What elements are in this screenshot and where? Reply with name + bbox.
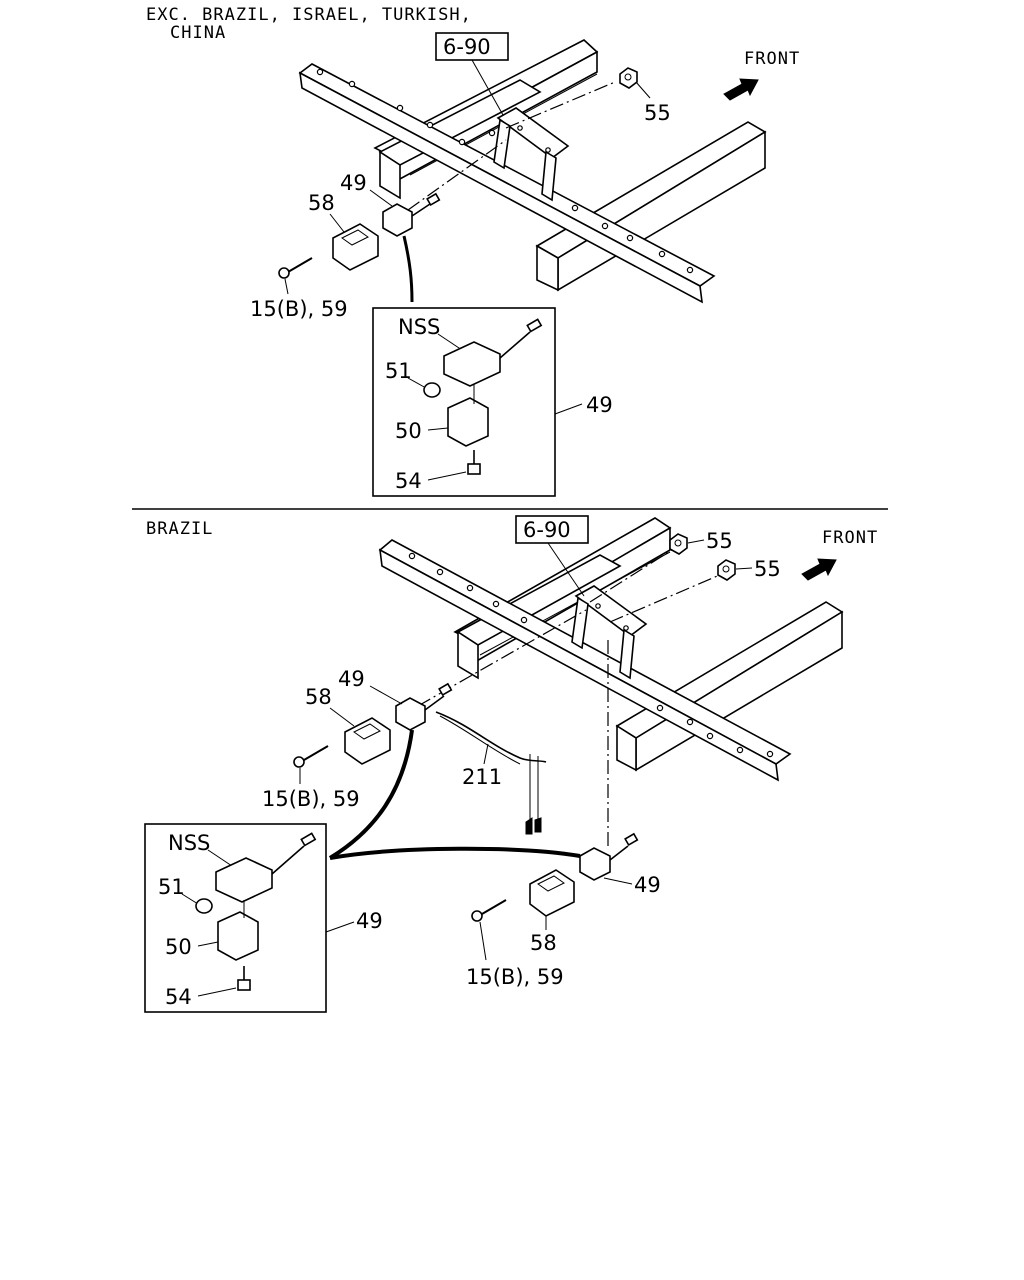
- detail-callout-54: 54: [165, 985, 192, 1009]
- reference-box-label: 6-90: [443, 35, 491, 59]
- sensor-49-right: 49: [579, 832, 661, 897]
- perforated-cross-member: [378, 539, 792, 782]
- front-label: FRONT: [744, 49, 800, 69]
- section-header-line1: EXC. BRAZIL, ISRAEL, TURKISH,: [146, 5, 472, 25]
- section-header-line2: CHINA: [170, 23, 226, 43]
- assembly-49-callout-bottom: 49: [325, 909, 383, 933]
- section-brazil: BRAZIL: [144, 515, 878, 1013]
- front-arrow-icon: [723, 78, 759, 101]
- callout-55-a: 55: [706, 529, 733, 553]
- detail-callout-49: 49: [586, 393, 613, 417]
- section-exc-brazil: EXC. BRAZIL, ISRAEL, TURKISH, CHINA: [146, 5, 800, 497]
- callout-49-left: 49: [338, 667, 365, 691]
- detail-callout-51: 51: [385, 359, 412, 383]
- assembly-49-callout-top: 49: [554, 393, 613, 417]
- callout-15b-59: 15(B), 59: [250, 297, 348, 321]
- guide-line: [609, 573, 723, 623]
- front-label: FRONT: [822, 528, 878, 548]
- detail-box-top: NSS 51 50 54: [372, 307, 556, 497]
- reference-box-label: 6-90: [523, 518, 571, 542]
- sensor-bracket: [493, 107, 570, 202]
- detail-lead-curve-right: [329, 846, 581, 860]
- detail-box-bottom: NSS 51 50 54: [144, 823, 327, 1013]
- callout-58-left: 58: [305, 685, 332, 709]
- front-direction-indicator: FRONT: [723, 49, 800, 101]
- callout-55: 55: [644, 101, 671, 125]
- callout-58: 58: [308, 191, 335, 215]
- nut-55: 55: [619, 67, 671, 125]
- reference-box: 6-90: [515, 515, 589, 597]
- callout-55-b: 55: [754, 557, 781, 581]
- detail-lead-curve: [402, 235, 414, 303]
- front-direction-indicator: FRONT: [801, 528, 878, 581]
- detail-callout-50: 50: [395, 419, 422, 443]
- sensor-49-left: 49: [338, 667, 453, 731]
- sensor-bracket: [571, 585, 648, 680]
- guide-line: [407, 139, 507, 211]
- detail-nss-label: NSS: [398, 315, 440, 339]
- front-arrow-icon: [801, 558, 837, 581]
- bolt-15b-59-left: 15(B), 59: [262, 745, 360, 811]
- guide-line: [589, 547, 676, 603]
- cover-58: 58: [308, 191, 379, 271]
- callout-49: 49: [340, 171, 367, 195]
- section-header: BRAZIL: [146, 519, 213, 539]
- detail-lead-curve-left: [328, 729, 414, 860]
- bolt-15b-59-right: 15(B), 59: [466, 899, 564, 989]
- cover-58-right: 58: [529, 869, 575, 955]
- detail-callout-49: 49: [356, 909, 383, 933]
- detail-callout-54: 54: [395, 469, 422, 493]
- callout-15b-59-right: 15(B), 59: [466, 965, 564, 989]
- callout-211: 211: [462, 765, 502, 789]
- callout-49-right: 49: [634, 873, 661, 897]
- callout-15b-59-left: 15(B), 59: [262, 787, 360, 811]
- detail-callout-51: 51: [158, 875, 185, 899]
- guide-line: [505, 81, 616, 129]
- reference-box: 6-90: [435, 32, 509, 116]
- detail-callout-50: 50: [165, 935, 192, 959]
- nut-55-b: 55: [717, 557, 781, 581]
- detail-nss-label: NSS: [168, 831, 210, 855]
- perforated-cross-member: [298, 63, 716, 304]
- sensor-49: 49: [340, 171, 441, 237]
- nut-55-a: 55: [669, 529, 733, 555]
- callout-58-right: 58: [530, 931, 557, 955]
- bolt-15b-59: 15(B), 59: [250, 257, 348, 321]
- harness-211: 211: [435, 711, 547, 835]
- cover-58-left: 58: [305, 685, 391, 765]
